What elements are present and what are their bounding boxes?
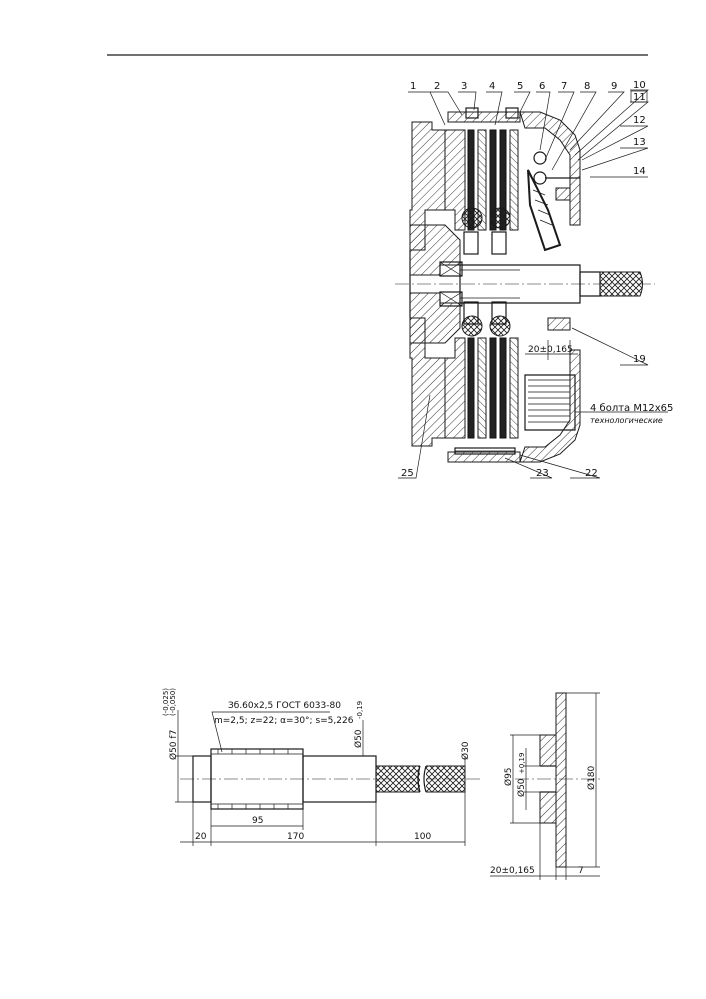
callout-8: 8 xyxy=(584,81,590,92)
callout-4: 4 xyxy=(489,81,495,92)
dim-right-diameter: Ø50 xyxy=(353,729,364,748)
callout-23: 23 xyxy=(536,468,549,479)
callout-3: 3 xyxy=(461,81,467,92)
callout-6: 6 xyxy=(539,81,545,92)
callout-7: 7 xyxy=(561,81,567,92)
spline-spec: Зб.60х2,5 ГОСТ 6033-80 xyxy=(228,701,341,711)
spring-pack xyxy=(524,374,576,431)
bolt-note-sub: технологические xyxy=(590,416,663,425)
shim-dimension: 20±0,165 xyxy=(528,345,573,355)
spline-teeth xyxy=(217,749,289,809)
bolt-note: 4 болта М12х65 xyxy=(590,403,673,414)
callout-13: 13 xyxy=(633,137,646,148)
dim-end-length: 100 xyxy=(414,832,431,842)
callout-5: 5 xyxy=(517,81,523,92)
callout-25: 25 xyxy=(401,468,414,479)
dim-left-tol-lower: (-0,050) xyxy=(169,688,177,716)
dim-hub-diameter: Ø95 xyxy=(503,767,514,786)
dim-inner-diameter: Ø50 xyxy=(516,778,527,797)
callout-labels: 1 2 3 4 5 6 7 8 9 10 11 12 13 14 19 22 2… xyxy=(401,80,648,479)
callout-22: 22 xyxy=(585,468,598,479)
callout-9: 9 xyxy=(611,81,617,92)
shaft-detail: 95 20 170 100 Ø50 f7 (-0,025) (-0,050) Ø… xyxy=(162,688,480,846)
callout-12: 12 xyxy=(633,115,646,126)
clutch-assembly-section: 20±0,165 1 2 3 4 xyxy=(395,80,673,479)
dim-outer-diameter: Ø180 xyxy=(586,765,597,790)
callout-10: 10 xyxy=(633,80,646,91)
dim-end-diameter: Ø30 xyxy=(460,741,471,760)
dim-flange-width: 20±0,165 xyxy=(490,866,535,876)
friction-disc-stack-1 xyxy=(467,129,497,439)
dim-body-length: 170 xyxy=(287,832,304,842)
dim-left-length: 20 xyxy=(195,832,207,842)
flange-detail: 20±0,165 7 Ø95 Ø50 +0,19 Ø180 xyxy=(490,692,600,880)
spline-params: m=2,5; z=22; α=30°; s=5,226 xyxy=(214,716,354,726)
dim-left-diameter: Ø50 f7 xyxy=(168,730,179,760)
dim-right-tol: -0,19 xyxy=(356,701,364,719)
friction-disc-stack-2 xyxy=(499,129,519,439)
callout-1: 1 xyxy=(410,81,416,92)
dim-inner-tol: +0,19 xyxy=(518,753,526,774)
callout-2: 2 xyxy=(434,81,440,92)
dim-flange-plate: 7 xyxy=(578,866,584,876)
dim-left-tol-upper: (-0,025) xyxy=(162,688,170,716)
dim-spline-length: 95 xyxy=(252,816,263,826)
callout-19: 19 xyxy=(633,354,646,365)
callout-14: 14 xyxy=(633,166,646,177)
callout-11: 11 xyxy=(633,92,646,103)
